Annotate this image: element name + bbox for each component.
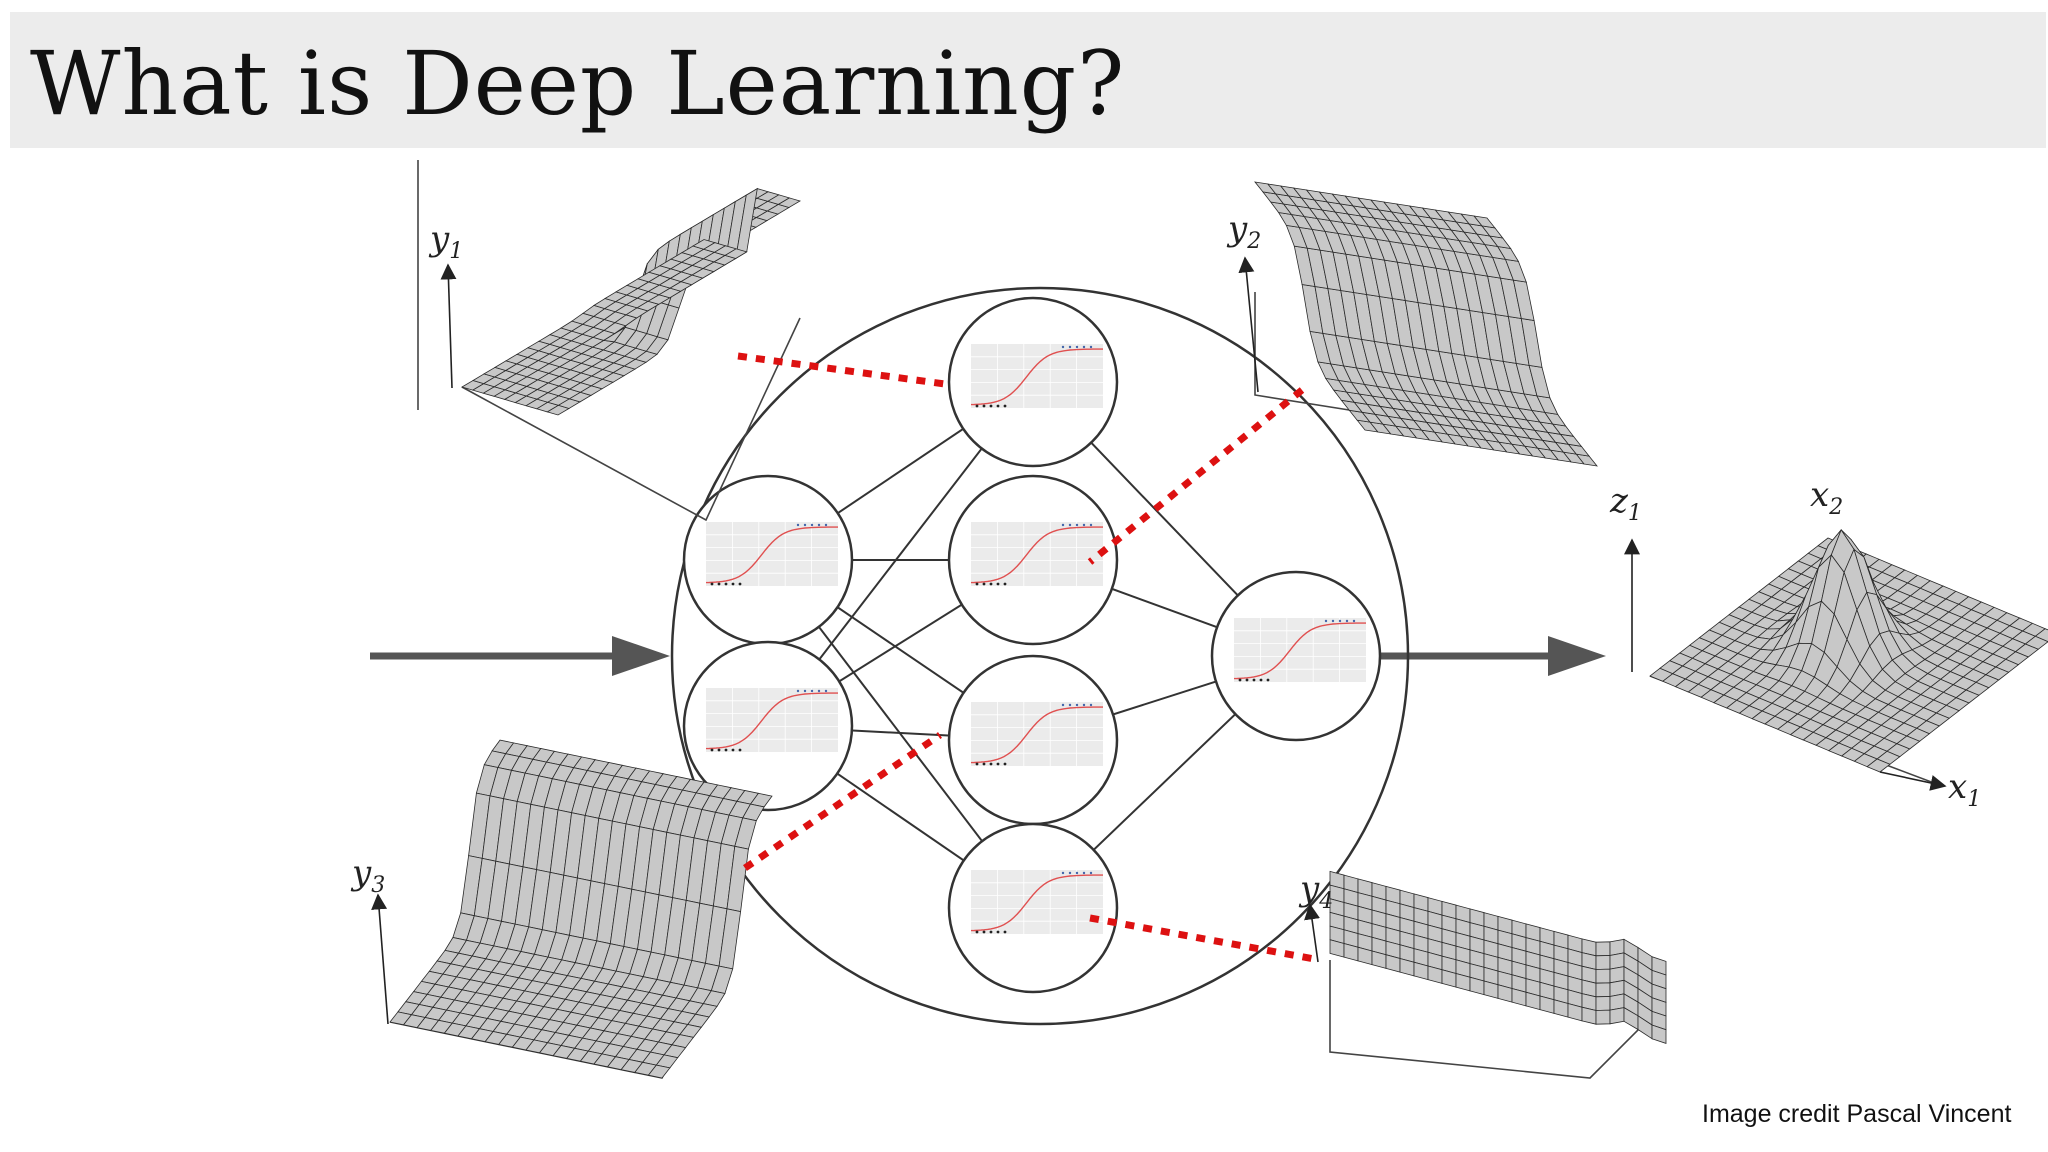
x1-label: x1: [1948, 767, 1981, 812]
y2-label: y2: [1226, 209, 1261, 254]
network-circle: [670, 286, 1410, 1026]
y1-label: y1: [428, 219, 463, 264]
output-arrow: [1380, 636, 1606, 676]
neuron-node: [682, 640, 854, 812]
neuron-node: [947, 654, 1119, 826]
sigmoid-curve: [970, 348, 1103, 406]
network-nodes: [682, 296, 1382, 994]
sigmoid-curve: [1233, 622, 1366, 680]
red-dotted-connectors: [737, 352, 1321, 964]
sigmoid-plot-panel: [971, 344, 1103, 408]
red-dotted-connector: [1087, 387, 1305, 565]
sigmoid-curve: [705, 526, 838, 584]
title-bar: What is Deep Learning?: [10, 12, 2046, 148]
sigmoid-curve: [705, 692, 838, 750]
input-arrow: [370, 636, 670, 676]
surface-plot-y2: [1238, 181, 1598, 467]
surface-plot-y1: [417, 160, 802, 522]
image-credit: Image credit Pascal Vincent: [1702, 1100, 2012, 1128]
surface-plot-y4: [1304, 870, 1667, 1079]
y4-label: y4: [1298, 869, 1333, 914]
red-dotted-connector: [743, 732, 942, 871]
sigmoid-plot-panel: [1234, 618, 1366, 682]
red-dotted-connector: [1089, 914, 1321, 964]
z1-label: z1: [1609, 481, 1642, 526]
sigmoid-plot-panel: [706, 688, 838, 752]
neuron-node: [682, 474, 854, 646]
sigmoid-plot-panel: [971, 702, 1103, 766]
neuron-node: [1210, 570, 1382, 742]
surface-plot-z1: [1624, 529, 2048, 791]
neuron-node: [947, 474, 1119, 646]
y3-label: y3: [350, 853, 385, 898]
sigmoid-plot-panel: [706, 522, 838, 586]
neuron-node: [947, 822, 1119, 994]
sigmoid-curve: [970, 526, 1103, 584]
x2-label: x2: [1810, 475, 1843, 520]
red-dotted-connector: [737, 352, 946, 388]
surface-plot-y3: [371, 739, 773, 1079]
sigmoid-plot-panel: [971, 522, 1103, 586]
sigmoid-curve: [970, 874, 1103, 932]
sigmoid-curve: [970, 706, 1103, 764]
sigmoid-plot-panel: [971, 870, 1103, 934]
slide-title: What is Deep Learning?: [30, 32, 1126, 135]
neuron-node: [947, 296, 1119, 468]
